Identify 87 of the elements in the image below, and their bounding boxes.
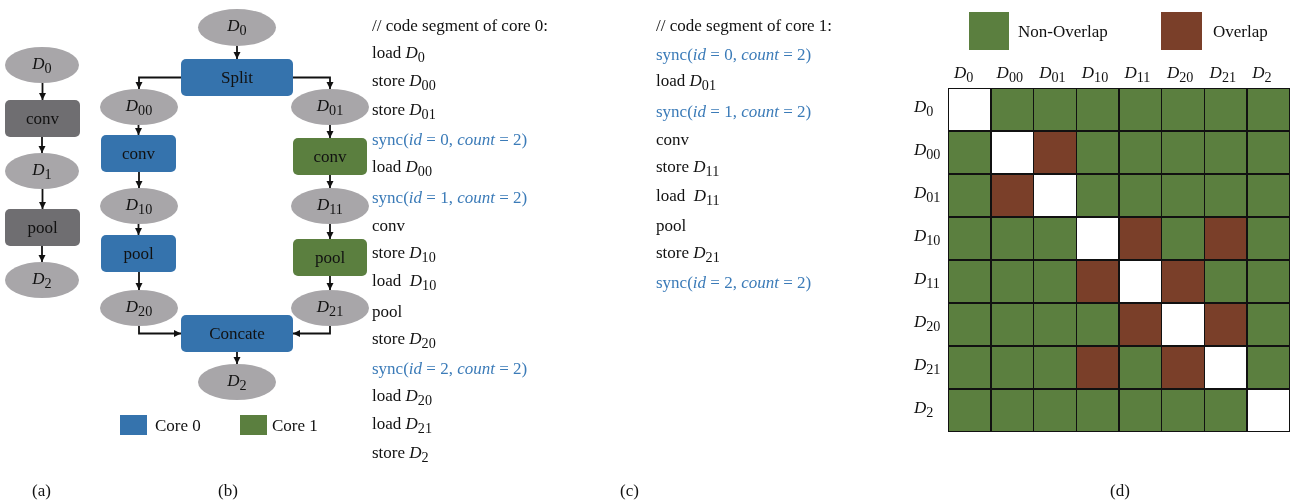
legend-text: Overlap (1213, 22, 1268, 40)
code-line: pool (656, 216, 687, 234)
arrow (38, 245, 46, 263)
sync-code-line: sync(id = 2, count = 2) (656, 273, 812, 291)
arrow (134, 124, 143, 136)
column-header: D$_{10}$ (1081, 63, 1109, 85)
arrow (292, 325, 331, 338)
operator-box: conv (101, 135, 176, 172)
operator-box: Concate (181, 315, 293, 352)
data-ellipse: D$_{0}$ (198, 9, 276, 46)
sync-code-line: sync(id = 0, count = 2) (656, 45, 812, 63)
legend-text: Non-Overlap (1018, 22, 1108, 40)
column-header: D$_{11}$ (1124, 63, 1151, 85)
row-header: D$_{20}$ (914, 312, 941, 334)
panel-label: (b) (218, 481, 238, 499)
arrow (292, 76, 334, 90)
sync-code-line: sync(id = 2, count = 2) (372, 359, 528, 377)
row-header: D$_{10}$ (914, 226, 941, 248)
operator-box: conv (5, 100, 80, 137)
code-line: store D$_{10}$ (372, 243, 436, 265)
sync-code-line: sync(id = 0, count = 2) (372, 130, 528, 148)
data-ellipse: D$_{00}$ (100, 89, 178, 125)
arrow (135, 271, 143, 291)
code-line: load D$_{0}$ (372, 43, 425, 64)
panel-label: (d) (1110, 481, 1130, 499)
code-line: store D$_{2}$ (372, 443, 429, 465)
column-header: D$_{20}$ (1167, 63, 1194, 85)
code-line: load D$_{20}$ (372, 386, 432, 408)
row-header: D$_{21}$ (914, 355, 941, 377)
row-header: D$_{2}$ (914, 398, 934, 420)
arrow (233, 45, 241, 60)
data-ellipse: D$_{2}$ (5, 262, 79, 298)
row-header: D$_{11}$ (914, 269, 940, 291)
code-line: load D$_{10}$ (372, 272, 437, 293)
code-line: conv (372, 216, 406, 234)
code-line: load D$_{21}$ (372, 415, 432, 436)
arrow (38, 82, 47, 101)
column-header: D$_{2}$ (1252, 63, 1272, 85)
data-ellipse: D$_{20}$ (100, 290, 178, 326)
legend-text: Core 0 (155, 416, 201, 434)
arrow (326, 275, 334, 291)
code-line: store D$_{21}$ (656, 243, 720, 265)
sync-code-line: sync(id = 1, count = 2) (656, 102, 812, 120)
code-line: store D$_{11}$ (656, 157, 720, 179)
column-header: D$_{01}$ (1039, 63, 1066, 85)
arrow (138, 325, 182, 338)
legend-text: Core 1 (272, 416, 318, 434)
code-line: // code segment of core 1: (656, 16, 833, 34)
arrow (38, 188, 47, 210)
operator-box: pool (101, 235, 176, 272)
code-line: store D$_{00}$ (372, 71, 436, 93)
arrow (134, 223, 143, 236)
data-ellipse: D$_{11}$ (291, 188, 369, 224)
operator-box: Split (181, 59, 293, 96)
panel-label: (a) (32, 481, 51, 499)
code-line: load D$_{00}$ (372, 157, 432, 179)
arrow (326, 124, 334, 139)
operator-box: conv (293, 138, 367, 175)
arrow (38, 136, 46, 154)
operator-box: pool (5, 209, 80, 246)
column-header: D$_{21}$ (1209, 63, 1237, 85)
data-ellipse: D$_{01}$ (291, 89, 369, 125)
code-line: load D$_{11}$ (656, 186, 720, 207)
code-line: store D$_{01}$ (372, 100, 436, 122)
data-ellipse: D$_{0}$ (5, 47, 79, 83)
arrow (135, 171, 143, 189)
data-ellipse: D$_{21}$ (291, 290, 369, 326)
code-line: pool (372, 302, 403, 320)
code-line: load D$_{01}$ (656, 71, 716, 93)
sync-code-line: sync(id = 1, count = 2) (372, 188, 528, 206)
data-ellipse: D$_{1}$ (5, 153, 79, 189)
arrow (326, 223, 334, 240)
arrow (326, 174, 334, 189)
column-header: D$_{0}$ (954, 63, 974, 85)
operator-box: pool (293, 239, 367, 276)
row-header: D$_{00}$ (914, 140, 941, 162)
code-line: store D$_{20}$ (372, 329, 436, 350)
code-line: conv (656, 130, 690, 148)
code-line: // code segment of core 0: (372, 16, 549, 34)
data-ellipse: D$_{2}$ (198, 364, 276, 400)
panel-label: (c) (620, 481, 639, 499)
row-header: D$_{01}$ (914, 183, 941, 205)
arrow (233, 351, 241, 365)
data-ellipse: D$_{10}$ (100, 188, 178, 224)
column-header: D$_{00}$ (996, 63, 1024, 85)
row-header: D$_{0}$ (914, 97, 934, 119)
arrow (135, 76, 182, 90)
